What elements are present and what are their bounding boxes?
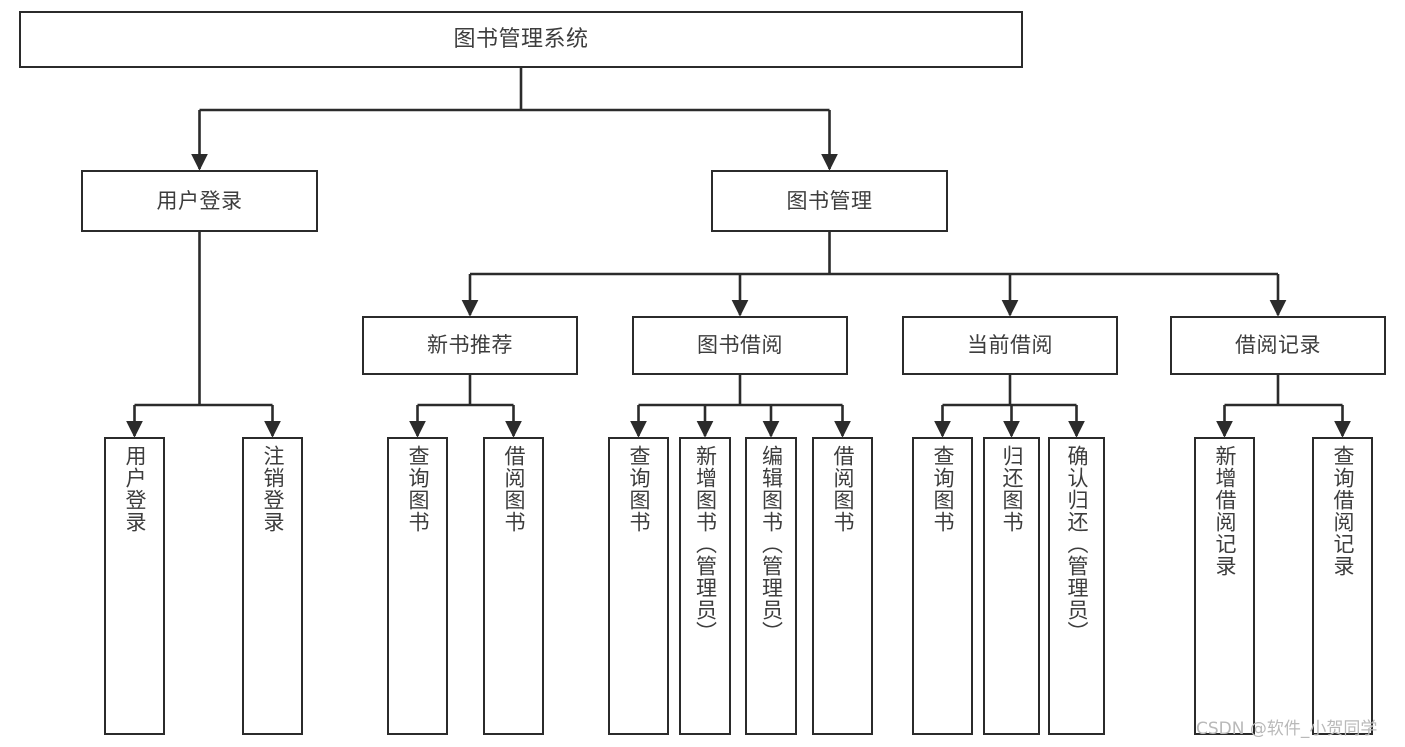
- node-book-manage[interactable]: 图书管理: [711, 170, 948, 232]
- node-new-book-recommend-label: 新书推荐: [427, 333, 513, 358]
- node-leaf-query-book-2[interactable]: 查询图书: [608, 437, 669, 735]
- node-leaf-query-book-3[interactable]: 查询图书: [912, 437, 973, 735]
- node-leaf-logout-label: 注销登录: [261, 445, 285, 533]
- node-book-borrow-label: 图书借阅: [697, 333, 783, 358]
- node-leaf-return-book-label: 归还图书: [1000, 445, 1024, 533]
- node-leaf-query-book-1-label: 查询图书: [406, 445, 430, 533]
- node-current-borrow[interactable]: 当前借阅: [902, 316, 1118, 375]
- node-leaf-edit-book[interactable]: 编辑图书（管理员）: [745, 437, 797, 735]
- node-root-system-label: 图书管理系统: [453, 26, 589, 52]
- node-user-login[interactable]: 用户登录: [81, 170, 318, 232]
- node-leaf-query-record-label: 查询借阅记录: [1331, 445, 1355, 577]
- node-root-system[interactable]: 图书管理系统: [19, 11, 1023, 68]
- node-leaf-add-book[interactable]: 新增图书（管理员）: [679, 437, 731, 735]
- node-book-borrow[interactable]: 图书借阅: [632, 316, 848, 375]
- node-leaf-query-record[interactable]: 查询借阅记录: [1312, 437, 1373, 735]
- node-leaf-query-book-2-label: 查询图书: [627, 445, 651, 533]
- node-borrow-record-label: 借阅记录: [1235, 333, 1321, 358]
- node-leaf-user-login[interactable]: 用户登录: [104, 437, 165, 735]
- node-leaf-borrow-book-2[interactable]: 借阅图书: [812, 437, 873, 735]
- node-leaf-add-record-label: 新增借阅记录: [1213, 445, 1237, 577]
- node-leaf-return-book[interactable]: 归还图书: [983, 437, 1040, 735]
- node-leaf-add-book-label: 新增图书（管理员）: [693, 445, 718, 643]
- node-new-book-recommend[interactable]: 新书推荐: [362, 316, 578, 375]
- node-leaf-confirm-return[interactable]: 确认归还（管理员）: [1048, 437, 1105, 735]
- node-leaf-query-book-3-label: 查询图书: [931, 445, 955, 533]
- node-leaf-borrow-book-1-label: 借阅图书: [502, 445, 526, 533]
- node-book-manage-label: 图书管理: [786, 188, 873, 213]
- node-user-login-label: 用户登录: [156, 188, 243, 213]
- node-leaf-confirm-return-label: 确认归还（管理员）: [1065, 445, 1089, 643]
- node-leaf-add-record[interactable]: 新增借阅记录: [1194, 437, 1255, 735]
- node-leaf-borrow-book-1[interactable]: 借阅图书: [483, 437, 544, 735]
- node-current-borrow-label: 当前借阅: [967, 333, 1053, 358]
- node-leaf-query-book-1[interactable]: 查询图书: [387, 437, 448, 735]
- watermark-text: CSDN @软件_小贺同学: [1196, 719, 1378, 739]
- node-leaf-user-login-label: 用户登录: [123, 445, 147, 533]
- node-leaf-borrow-book-2-label: 借阅图书: [831, 445, 855, 533]
- node-borrow-record[interactable]: 借阅记录: [1170, 316, 1386, 375]
- node-leaf-logout[interactable]: 注销登录: [242, 437, 303, 735]
- node-leaf-edit-book-label: 编辑图书（管理员）: [759, 445, 784, 643]
